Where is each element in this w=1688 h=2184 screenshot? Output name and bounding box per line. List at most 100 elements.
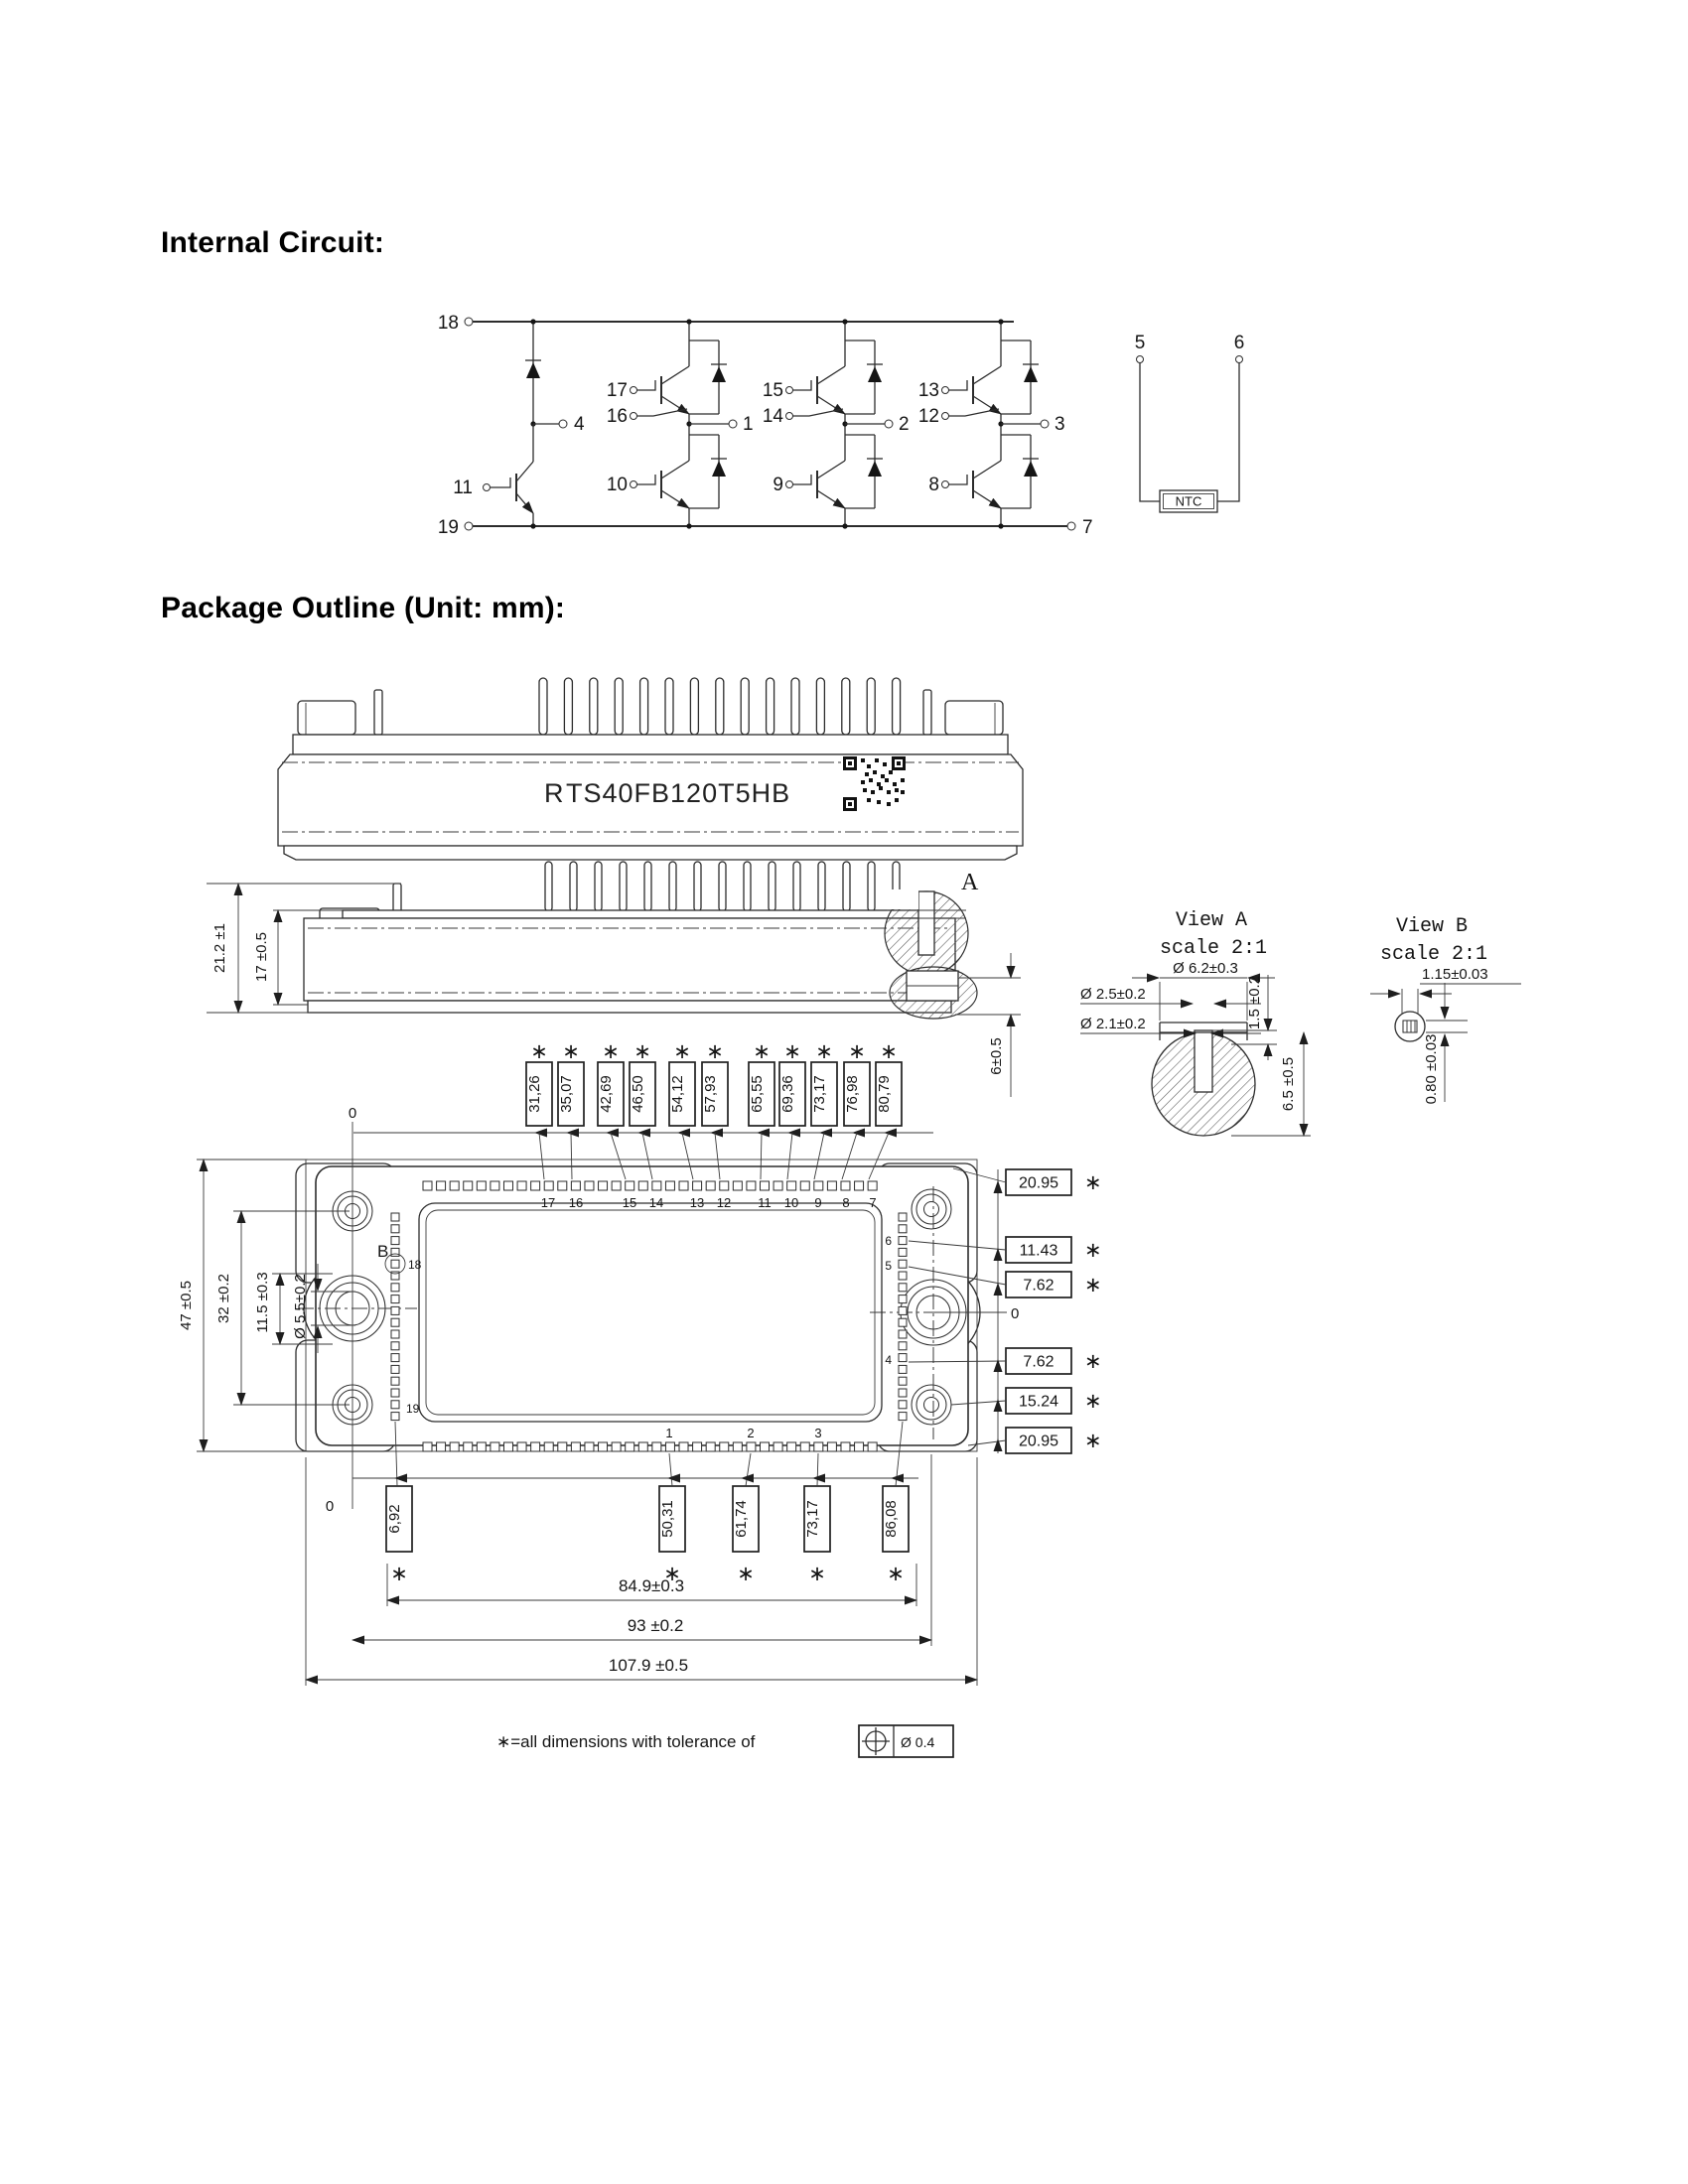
pin-18-marker: 18 (408, 1258, 422, 1272)
signal-pin (817, 861, 826, 912)
pin-pad (584, 1441, 595, 1452)
pin-pad (854, 1180, 865, 1191)
pin-number: 17 (541, 1195, 555, 1210)
dim-0-80: 0.80 ±0.03 (1423, 1034, 1440, 1105)
pin-pad (463, 1180, 474, 1191)
pin-pad (898, 1295, 908, 1304)
gate-lead (636, 380, 656, 391)
pin-pad (390, 1295, 400, 1304)
igbt-emitter (660, 395, 690, 415)
dim-box (701, 1061, 729, 1127)
pin-pad (598, 1441, 609, 1452)
asterisk: ∗ (737, 1563, 755, 1585)
pin-7-terminal (1066, 521, 1076, 531)
pin-6-terminal (1235, 355, 1243, 363)
igbt-emitter (816, 395, 846, 415)
pin-pad (476, 1441, 487, 1452)
chopper-gate-lead (490, 478, 511, 488)
top-plate (292, 734, 1009, 755)
asterisk: ∗ (887, 1563, 905, 1585)
leader-line (908, 1266, 1007, 1286)
igbt-emitter (660, 489, 690, 509)
asterisk: ∗ (602, 1040, 620, 1063)
aux-emitter-lead (636, 408, 688, 417)
pin-18-label: 18 (438, 313, 459, 334)
pin-pad (898, 1247, 908, 1257)
top-gate-label: 13 (918, 380, 939, 401)
node-dot (998, 319, 1004, 325)
signal-pin (544, 861, 553, 912)
pin-pad (719, 1441, 730, 1452)
asterisk: ∗ (1084, 1350, 1102, 1373)
node-dot (530, 319, 536, 325)
node-dot (998, 523, 1004, 529)
signal-pin (614, 677, 624, 736)
pin-pad (543, 1441, 554, 1452)
pin-pad (898, 1224, 908, 1234)
pin-number: 2 (747, 1426, 754, 1440)
dim-box (778, 1061, 806, 1127)
pin-pad (692, 1180, 703, 1191)
part-number: TS40FB120T5HB (566, 778, 790, 808)
aux-emitter-lead (948, 408, 1000, 417)
wire (972, 460, 1002, 479)
tolerance-frame (858, 1724, 954, 1758)
pin-pad (422, 1441, 433, 1452)
bottom-gate-label: 9 (773, 475, 783, 495)
wire (660, 365, 690, 385)
pin-pad (732, 1180, 743, 1191)
dim-box-value: 86,08 (883, 1500, 900, 1538)
pin-pad (463, 1441, 474, 1452)
pin-pad (390, 1376, 400, 1386)
aux-label: 14 (763, 406, 784, 427)
pin-pad (840, 1180, 851, 1191)
pin-pad (867, 1180, 878, 1191)
dim-box (875, 1061, 903, 1127)
signal-pin (638, 677, 649, 736)
baseplate-lip (307, 1000, 952, 1014)
pin-19-terminal (464, 521, 474, 531)
pin-pad (390, 1305, 400, 1315)
leader-line (668, 1452, 673, 1487)
right-dimension-boxes: 20.95∗11.43∗7.62∗7.62∗15.24∗20.95∗ (908, 1167, 1102, 1454)
asterisk: ∗ (753, 1040, 771, 1063)
node-dot (686, 523, 692, 529)
asterisk: ∗ (1084, 1239, 1102, 1262)
aux-emitter-lead (792, 408, 844, 417)
gate-lead (948, 380, 968, 391)
leader-line (610, 1132, 627, 1180)
pin-pad (651, 1180, 662, 1191)
pin-pad (502, 1180, 513, 1191)
pin-number: 1 (665, 1426, 672, 1440)
leader-line (745, 1452, 752, 1487)
signal-pin (594, 861, 603, 912)
ntc-right-wire (1217, 362, 1240, 502)
igbt-emitter (972, 489, 1002, 509)
pin-pad (898, 1259, 908, 1269)
pin-pad (867, 1441, 878, 1452)
pin-pad (898, 1388, 908, 1398)
dim-box-value: 35,07 (558, 1075, 575, 1113)
dim-17: 17 ±0.5 (253, 932, 270, 982)
signal-pin (693, 861, 702, 912)
signal-pin (715, 677, 725, 736)
dim-32: 32 ±0.2 (215, 1274, 232, 1323)
package-outline-heading: Package Outline (Unit: mm): (161, 592, 566, 624)
pin-pad (390, 1224, 400, 1234)
pin-pad (390, 1341, 400, 1351)
signal-pin (589, 677, 599, 736)
wire (972, 365, 1002, 385)
pin-pad (705, 1180, 716, 1191)
pin-pad (390, 1271, 400, 1281)
leader-line (786, 1132, 793, 1180)
asterisk: ∗ (880, 1040, 898, 1063)
dim-11-5: 11.5 ±0.3 (254, 1272, 271, 1332)
pin-pad (516, 1441, 527, 1452)
pin-pad (390, 1259, 400, 1269)
dim-box-value: 50,31 (659, 1500, 676, 1538)
pin-pad (678, 1180, 689, 1191)
aux-pin-left (392, 883, 402, 914)
dim-6-5: 6.5 ±0.5 (1280, 1057, 1297, 1111)
pin-pad (637, 1180, 648, 1191)
